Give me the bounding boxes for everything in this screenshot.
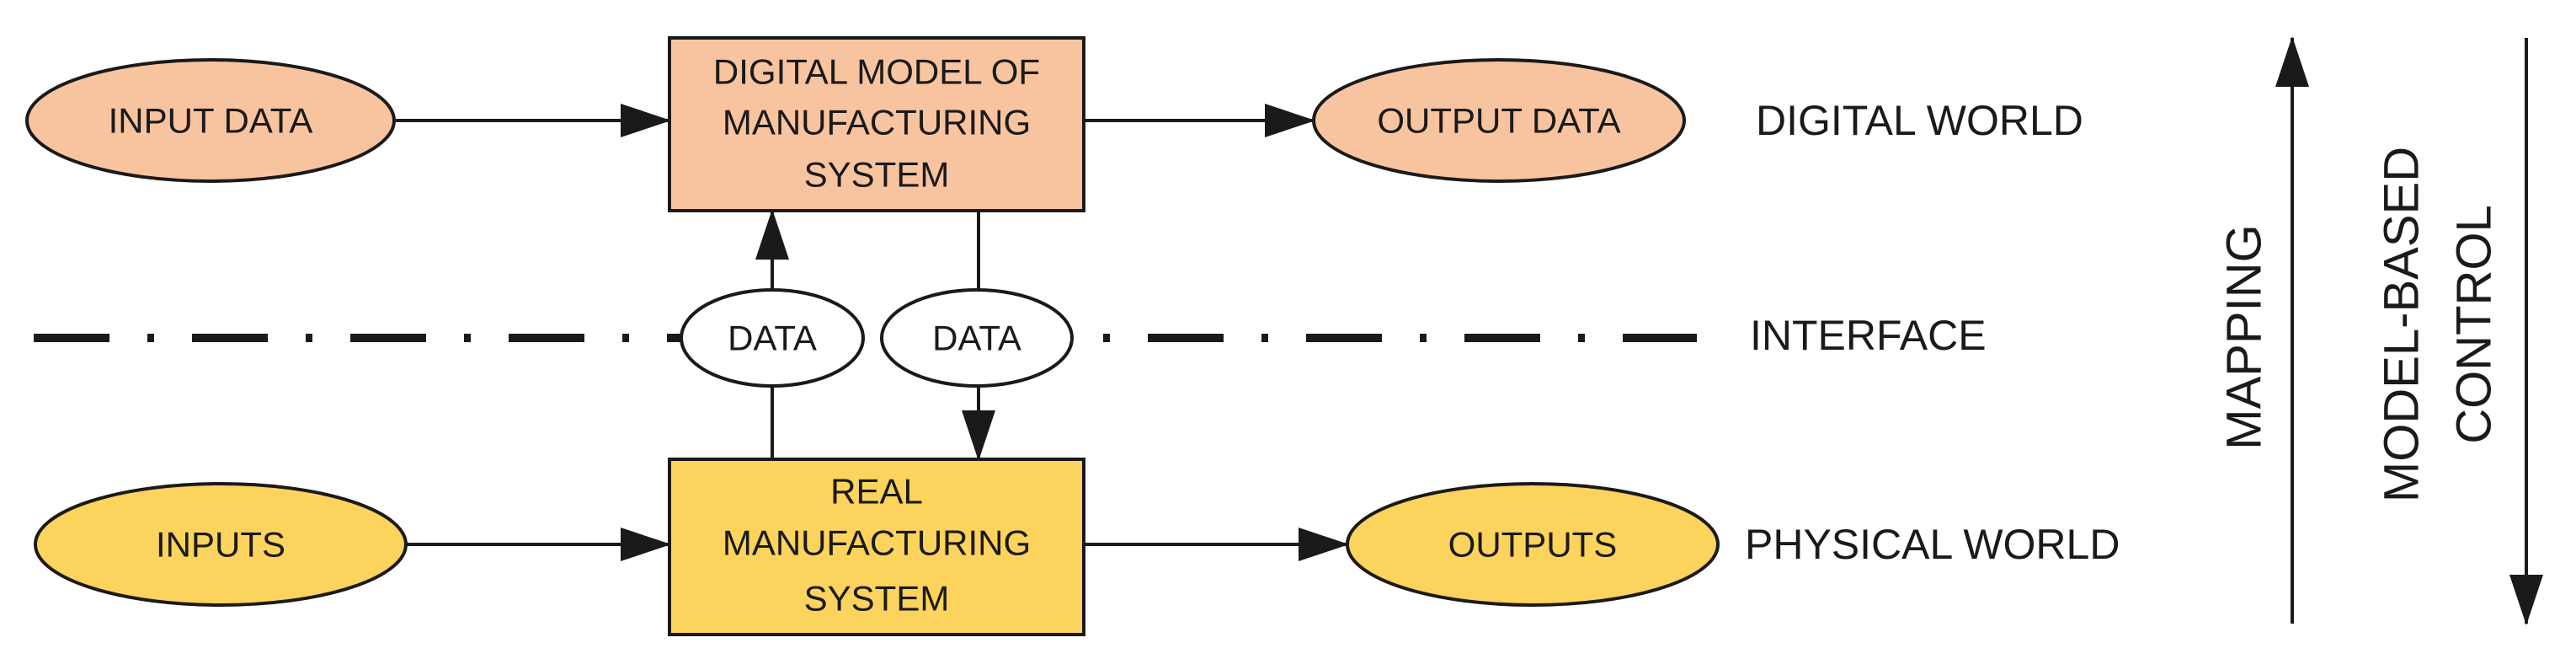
digital-world-label: DIGITAL WORLD	[1756, 97, 2083, 144]
physical-world-label: PHYSICAL WORLD	[1745, 521, 2120, 568]
output-data-label: OUTPUT DATA	[1377, 101, 1620, 141]
inputs-label: INPUTS	[156, 525, 285, 565]
inputs-node	[34, 482, 408, 607]
digital-model-label-line-3: SYSTEM	[804, 155, 950, 195]
digital-model-label-line-1: DIGITAL MODEL OF	[713, 52, 1040, 92]
model-based-control-label-line-1: MODEL-BASED	[2375, 147, 2429, 502]
model-based-control-label-line-2: CONTROL	[2447, 205, 2502, 444]
real-system-label-line-2: MANUFACTURING	[723, 523, 1031, 563]
data-node-right	[880, 288, 1074, 388]
data-node-left-label: DATA	[728, 319, 817, 358]
digital-model-box	[668, 36, 1085, 212]
real-system-label-line-1: REAL	[830, 472, 923, 512]
input-data-label: INPUT DATA	[109, 101, 313, 141]
outputs-label: OUTPUTS	[1448, 525, 1618, 565]
digital-model-label-line-2: MANUFACTURING	[723, 103, 1031, 142]
output-data-node	[1312, 58, 1686, 183]
data-node-left	[680, 288, 865, 388]
mapping-label: MAPPING	[2217, 224, 2272, 450]
real-system-label-line-3: SYSTEM	[804, 579, 950, 619]
real-system-box	[668, 458, 1085, 636]
outputs-node	[1346, 482, 1720, 607]
input-data-node	[25, 58, 396, 183]
interface-label: INTERFACE	[1750, 312, 1987, 359]
data-node-right-label: DATA	[932, 319, 1021, 358]
